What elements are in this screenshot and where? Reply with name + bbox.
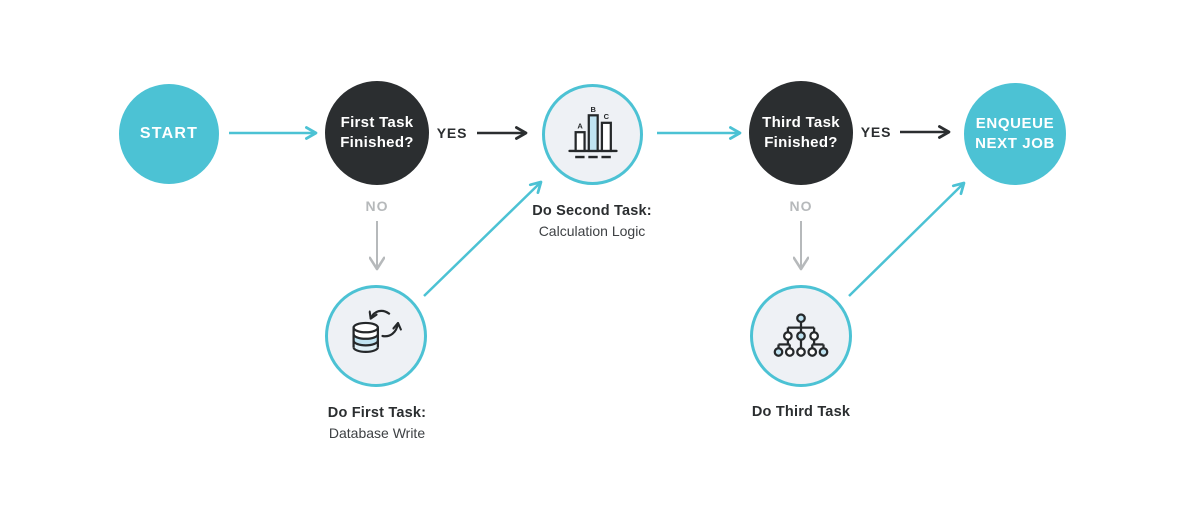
second-task-node: A B C bbox=[542, 84, 643, 185]
third-task-decision-label: Third Task Finished? bbox=[762, 113, 840, 151]
bar-c-label: C bbox=[603, 112, 609, 121]
no-label-third: NO bbox=[789, 198, 813, 214]
bar-a-label: A bbox=[577, 121, 583, 130]
arrow-first-task-to-second-task bbox=[423, 180, 543, 297]
first-task-caption-title: Do First Task: bbox=[327, 405, 427, 421]
second-task-caption-title: Do Second Task: bbox=[532, 203, 652, 219]
database-sync-icon bbox=[352, 309, 406, 353]
third-task-caption-title: Do Third Task bbox=[751, 404, 851, 420]
start-node: START bbox=[119, 84, 219, 184]
no-label-first: NO bbox=[365, 198, 389, 214]
first-task-decision-node: First Task Finished? bbox=[325, 81, 429, 185]
arrow-third-task-to-enqueue bbox=[848, 181, 966, 297]
first-task-node bbox=[325, 285, 427, 387]
third-task-node bbox=[750, 285, 852, 387]
third-task-decision-node: Third Task Finished? bbox=[749, 81, 853, 185]
org-tree-icon bbox=[773, 313, 829, 357]
enqueue-next-job-label: ENQUEUE NEXT JOB bbox=[975, 114, 1055, 152]
third-task-caption: Do Third Task bbox=[691, 404, 911, 420]
yes-label-first: YES bbox=[436, 125, 468, 141]
yes-label-third: YES bbox=[860, 124, 892, 140]
start-node-label: START bbox=[139, 125, 199, 143]
enqueue-next-job-node: ENQUEUE NEXT JOB bbox=[964, 83, 1066, 185]
first-task-caption: Do First Task: Database Write bbox=[267, 405, 487, 441]
bar-chart-icon: A B C bbox=[567, 105, 618, 158]
first-task-decision-label: First Task Finished? bbox=[340, 113, 414, 151]
second-task-caption: Do Second Task: Calculation Logic bbox=[482, 203, 702, 239]
bar-b-label: B bbox=[590, 105, 596, 114]
first-task-caption-subtitle: Database Write bbox=[328, 425, 426, 441]
second-task-caption-subtitle: Calculation Logic bbox=[538, 223, 646, 239]
